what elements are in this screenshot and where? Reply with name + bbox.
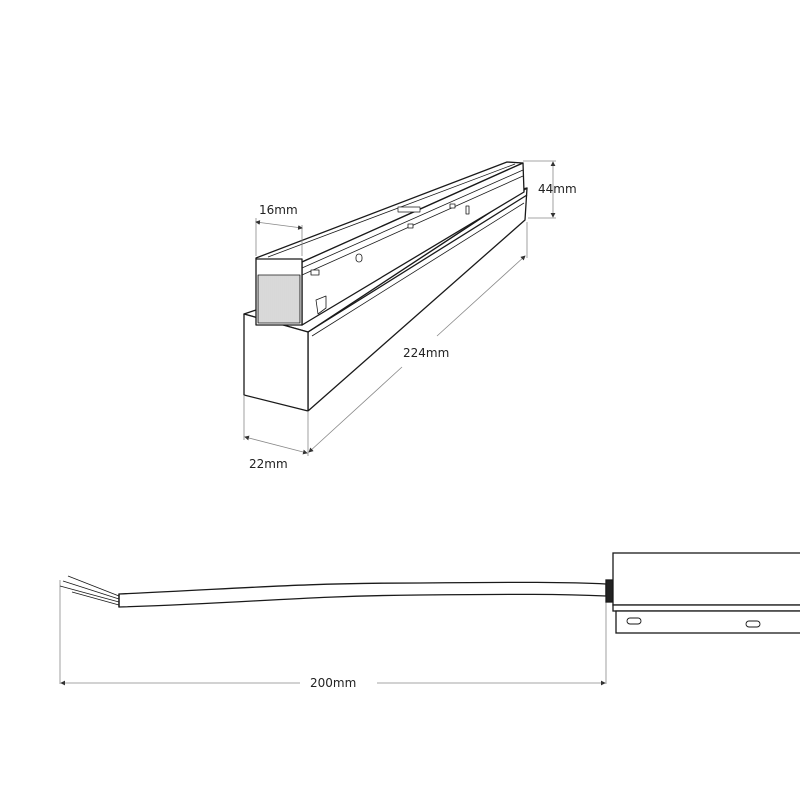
cable [118, 581, 607, 608]
cable-side-view [59, 552, 800, 634]
device-housing [612, 552, 800, 606]
wire-ends [59, 575, 120, 606]
clip [315, 295, 327, 315]
dim-label-44mm: 44mm [538, 182, 577, 196]
dim-label-224mm: 224mm [403, 346, 449, 360]
product-isometric-view [243, 161, 528, 412]
slot [407, 223, 414, 229]
device-bottom-strip [612, 604, 800, 612]
dim-label-16mm: 16mm [259, 203, 298, 217]
mounting-bracket [615, 610, 800, 634]
dim-label-22mm: 22mm [249, 457, 288, 471]
dimension-lines [59, 160, 607, 686]
slot [355, 253, 363, 263]
slot [465, 205, 470, 215]
slot [449, 203, 456, 209]
heat-sink-fins [257, 274, 301, 324]
bracket-slot [745, 620, 761, 628]
dim-label-200mm: 200mm [310, 676, 356, 690]
cable-gland [605, 579, 614, 603]
label-plate [397, 206, 421, 213]
bracket-slot [626, 617, 642, 625]
slot [310, 269, 320, 276]
